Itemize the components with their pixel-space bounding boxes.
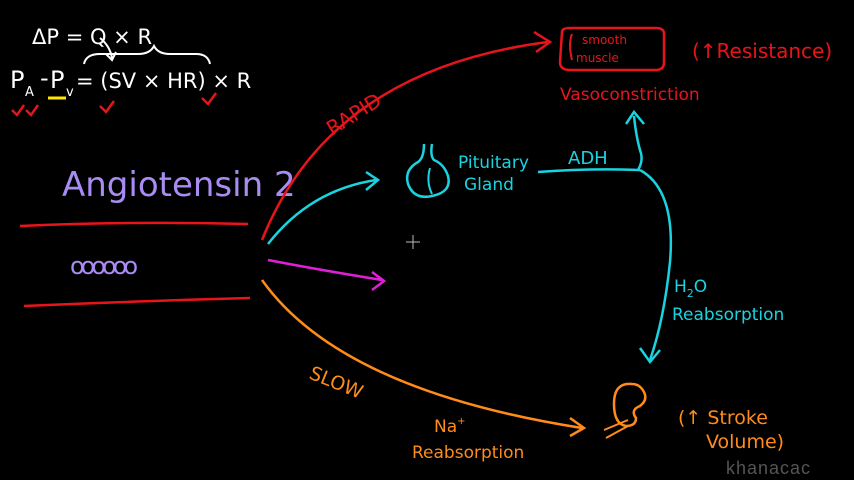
slow-label: SLOW	[306, 362, 366, 403]
kidney-icon	[612, 382, 647, 428]
kidney-vessels-icon	[603, 419, 629, 439]
crosshair-cursor-icon	[406, 235, 420, 249]
pituitary-gland-icon	[405, 143, 450, 198]
rapid-arrowhead	[533, 30, 553, 54]
check-icon	[99, 100, 116, 114]
equation-pv: P	[50, 66, 64, 94]
h2o-label: H2O	[674, 277, 707, 300]
equation-rhs: = (SV × HR) × R	[76, 69, 251, 93]
equation-minus: -	[40, 64, 49, 92]
equation-delta-p: ΔP = Q × R	[32, 25, 152, 49]
resistance-label: (↑Resistance)	[692, 39, 832, 63]
sodium-label: Na+	[434, 416, 466, 437]
equation-q-arrow	[99, 37, 113, 59]
adh-line	[537, 168, 641, 174]
equation-pa-sub: A	[25, 85, 34, 100]
magenta-arrowhead	[371, 271, 387, 291]
stroke-volume-label-line1: (↑ Stroke	[678, 407, 768, 429]
slow-pathway-arrow	[260, 279, 583, 430]
watermark: khanacac	[726, 458, 811, 478]
muscle-label: muscle	[576, 51, 619, 65]
check-icon	[11, 104, 26, 117]
sodium-reabsorption-label: Reabsorption	[412, 443, 524, 463]
adh-label: ADH	[568, 148, 608, 169]
equation-group: ΔP = Q × R P A - P v = (SV × HR) × R	[10, 25, 251, 100]
smooth-muscle-nucleus	[569, 33, 573, 61]
smooth-label: smooth	[582, 33, 627, 47]
vessel-wall-top	[19, 221, 249, 228]
magenta-pathway-arrow	[267, 258, 383, 282]
smooth-muscle-cell	[558, 26, 666, 72]
vessel-wall-bottom	[23, 296, 251, 308]
adh-to-kidney-arrow	[639, 168, 673, 361]
equation-pv-sub: v	[66, 85, 74, 100]
check-icon	[201, 92, 218, 106]
pituitary-pathway-arrow	[267, 178, 377, 245]
h2o-reabsorption-label: Reabsorption	[672, 305, 784, 325]
pituitary-lobe-divider	[427, 167, 433, 195]
pituitary-label: Pituitary	[458, 153, 529, 173]
angiotensin-label: Angiotensin 2	[62, 165, 296, 205]
vasoconstriction-label: Vasoconstriction	[560, 85, 700, 105]
angiotensin-molecule: oooooo	[70, 252, 137, 280]
gland-label: Gland	[464, 175, 514, 195]
equation-q-arrowhead	[105, 51, 117, 62]
rapid-label: RAPID	[322, 88, 386, 140]
slow-arrowhead	[569, 416, 587, 438]
equation-pa: P	[10, 66, 24, 94]
adh-to-vasoconstriction-arrow	[632, 115, 643, 171]
equation-brace	[83, 43, 211, 65]
stroke-volume-label-line2: Volume)	[706, 431, 784, 453]
check-icon	[25, 104, 40, 117]
rapid-pathway-arrow	[260, 40, 549, 241]
adh-up-arrowhead	[624, 109, 645, 125]
pituitary-arrowhead	[365, 170, 381, 191]
adh-down-arrowhead	[638, 347, 661, 365]
